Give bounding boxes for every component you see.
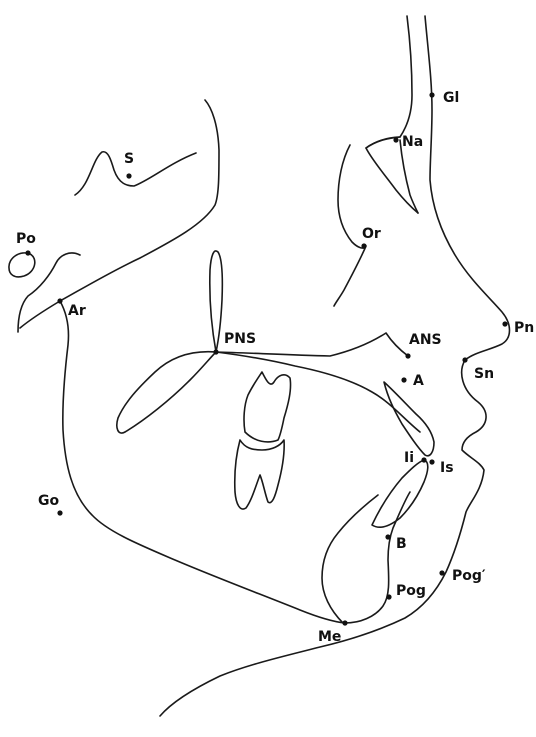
upper-incisor-contour [384, 382, 434, 456]
posterior-cranial-contour [20, 100, 219, 328]
sella-point [126, 173, 131, 178]
sella-label: S [124, 151, 134, 167]
pterygoid-contour [210, 251, 223, 352]
incision-inferius-point [421, 457, 426, 462]
lower-incisor-contour [372, 460, 428, 527]
articulare-label: Ar [68, 303, 86, 319]
orbitale-point [361, 243, 366, 248]
pronasale-label: Pn [514, 320, 534, 336]
nasion-point [393, 137, 398, 142]
pns-point [213, 349, 218, 354]
incision-inferius-label: Ii [404, 450, 414, 466]
subnasale-point [462, 357, 467, 362]
menton-label: Me [318, 629, 341, 645]
incision-superius-label: Is [440, 460, 454, 476]
articulare-point [57, 298, 62, 303]
sella-contour [75, 152, 196, 195]
landmark-labels: S Po Ar Go PNS ANS A Ii Is B Pog Pog′ Me… [16, 90, 534, 645]
menton-point [342, 620, 347, 625]
ans-point [405, 353, 410, 358]
pogonion-point [386, 594, 391, 599]
tracing-outlines [9, 16, 510, 716]
orbitale-label: Or [362, 226, 381, 242]
b-point [385, 534, 390, 539]
lower-molar-contour [235, 440, 284, 509]
gonion-label: Go [38, 493, 59, 509]
palate-contour [117, 352, 420, 433]
landmark-dots [25, 92, 507, 625]
gonion-point [57, 510, 62, 515]
pns-label: PNS [224, 331, 256, 347]
a-point-label: A [413, 373, 424, 389]
subnasale-label: Sn [474, 366, 494, 382]
a-point [401, 377, 406, 382]
pogonion-label: Pog [396, 583, 426, 599]
mandible-contour [60, 301, 410, 623]
nasal-bone-contour [366, 16, 418, 213]
incision-superius-point [429, 459, 434, 464]
porion-point [25, 250, 30, 255]
pronasale-point [502, 321, 507, 326]
nasion-label: Na [402, 134, 423, 150]
condyle-contour [18, 253, 80, 332]
glabella-label: Gl [443, 90, 459, 106]
upper-molar-contour [244, 372, 291, 442]
soft-pogonion-point [439, 570, 444, 575]
b-point-label: B [396, 536, 407, 552]
glabella-point [429, 92, 434, 97]
ans-label: ANS [409, 332, 442, 348]
porion-label: Po [16, 231, 36, 247]
symphysis-inner-contour [322, 495, 378, 623]
soft-pogonion-label: Pog′ [452, 568, 486, 584]
soft-tissue-profile [160, 16, 510, 716]
porion-contour [9, 253, 35, 277]
nasal-bone-inner-contour [400, 140, 418, 213]
